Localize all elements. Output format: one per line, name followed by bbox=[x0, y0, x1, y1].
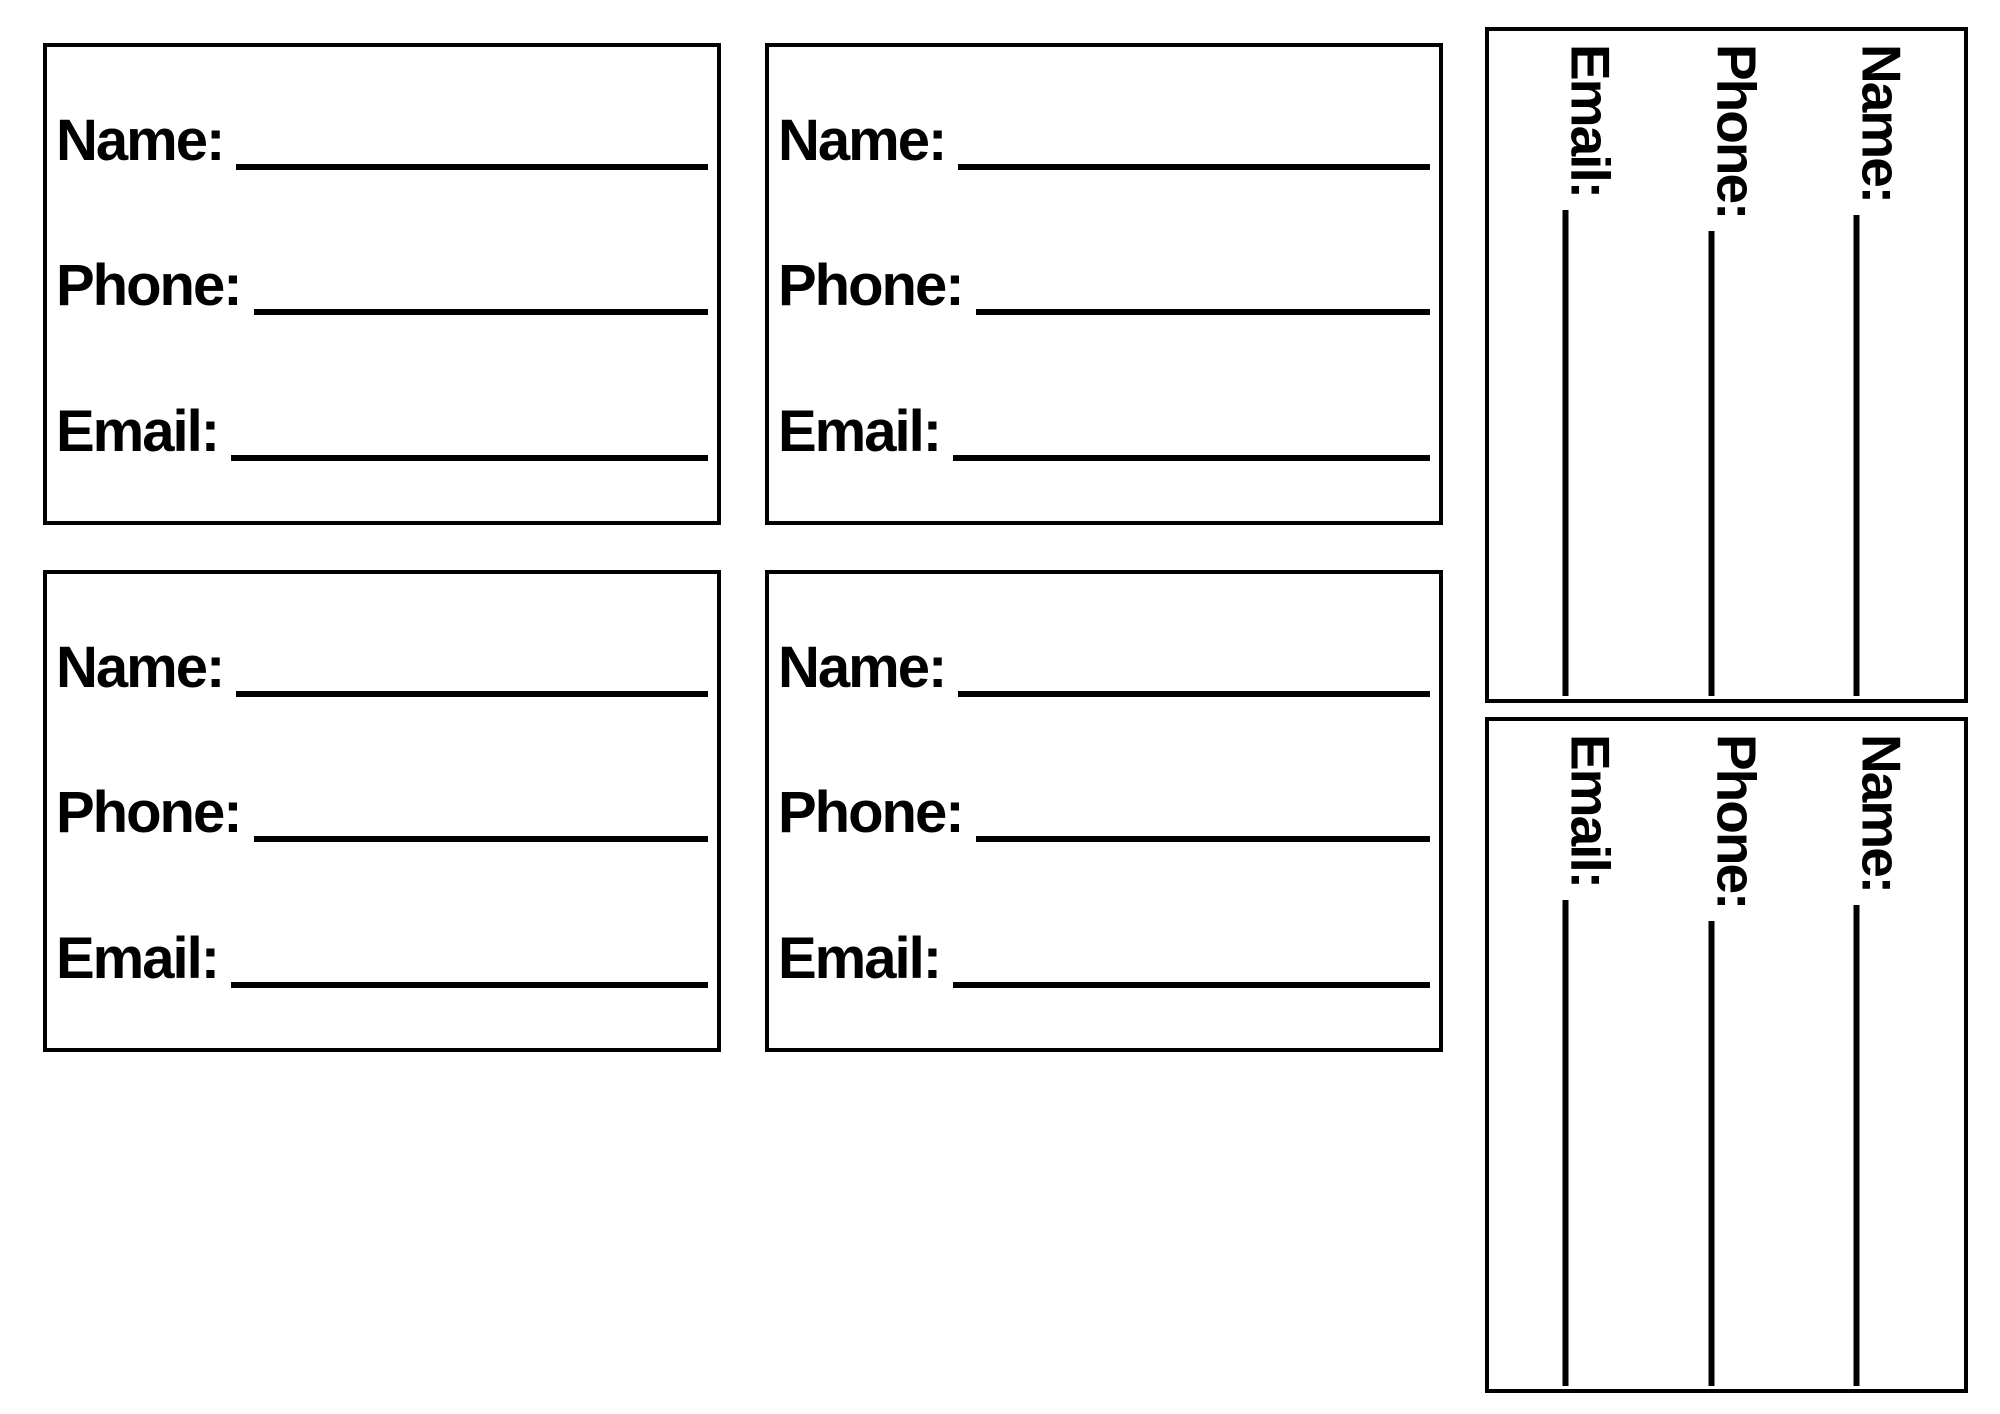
contact-card: Name: Phone: Email: bbox=[765, 43, 1443, 525]
email-label: Email: bbox=[56, 399, 220, 464]
name-label: Name: bbox=[778, 108, 947, 173]
contact-card-rotated: Name: Phone: Email: bbox=[1485, 717, 1968, 1393]
email-label: Email: bbox=[56, 926, 220, 991]
name-blank-line bbox=[236, 639, 708, 697]
name-label: Name: bbox=[1850, 734, 1912, 893]
phone-blank-line bbox=[253, 257, 708, 315]
name-label: Name: bbox=[56, 108, 225, 173]
rotated-card-face: Name: Phone: Email: bbox=[1489, 721, 1964, 1389]
phone-label: Phone: bbox=[56, 253, 243, 318]
contact-card: Name: Phone: Email: bbox=[43, 43, 721, 525]
email-field-row: Email: bbox=[1559, 734, 1621, 1386]
name-label: Name: bbox=[778, 635, 947, 700]
phone-label: Phone: bbox=[1705, 734, 1767, 909]
phone-field-row: Phone: bbox=[778, 784, 1430, 842]
email-label: Email: bbox=[778, 926, 942, 991]
phone-field-row: Phone: bbox=[778, 257, 1430, 315]
contact-card: Name: Phone: Email: bbox=[43, 570, 721, 1052]
name-label: Name: bbox=[1850, 44, 1912, 203]
phone-label: Phone: bbox=[778, 253, 965, 318]
email-field-row: Email: bbox=[778, 930, 1430, 988]
phone-field-row: Phone: bbox=[1705, 734, 1767, 1386]
name-blank-line bbox=[958, 112, 1430, 170]
contact-card-rotated: Name: Phone: Email: bbox=[1485, 27, 1968, 703]
name-field-row: Name: bbox=[56, 639, 708, 697]
phone-field-row: Phone: bbox=[1705, 44, 1767, 696]
phone-label: Phone: bbox=[56, 780, 243, 845]
email-label: Email: bbox=[1559, 44, 1621, 198]
email-field-row: Email: bbox=[1559, 44, 1621, 696]
name-blank-line bbox=[1853, 905, 1908, 1386]
name-field-row: Name: bbox=[56, 112, 708, 170]
name-blank-line bbox=[1853, 215, 1908, 696]
phone-label: Phone: bbox=[778, 780, 965, 845]
email-blank-line bbox=[1562, 900, 1617, 1386]
name-field-row: Name: bbox=[1850, 44, 1912, 696]
phone-field-row: Phone: bbox=[56, 257, 708, 315]
email-label: Email: bbox=[1559, 734, 1621, 888]
contact-card: Name: Phone: Email: bbox=[765, 570, 1443, 1052]
phone-blank-line bbox=[253, 784, 708, 842]
email-blank-line bbox=[953, 930, 1430, 988]
email-field-row: Email: bbox=[56, 403, 708, 461]
name-blank-line bbox=[236, 112, 708, 170]
rotated-card-face: Name: Phone: Email: bbox=[1489, 31, 1964, 699]
name-field-row: Name: bbox=[1850, 734, 1912, 1386]
name-field-row: Name: bbox=[778, 112, 1430, 170]
email-blank-line bbox=[1562, 210, 1617, 696]
email-label: Email: bbox=[778, 399, 942, 464]
name-field-row: Name: bbox=[778, 639, 1430, 697]
phone-blank-line bbox=[1708, 921, 1763, 1386]
phone-blank-line bbox=[1708, 231, 1763, 696]
phone-blank-line bbox=[975, 784, 1430, 842]
name-label: Name: bbox=[56, 635, 225, 700]
name-blank-line bbox=[958, 639, 1430, 697]
email-blank-line bbox=[231, 930, 708, 988]
email-blank-line bbox=[953, 403, 1430, 461]
email-blank-line bbox=[231, 403, 708, 461]
email-field-row: Email: bbox=[778, 403, 1430, 461]
email-field-row: Email: bbox=[56, 930, 708, 988]
phone-blank-line bbox=[975, 257, 1430, 315]
phone-field-row: Phone: bbox=[56, 784, 708, 842]
phone-label: Phone: bbox=[1705, 44, 1767, 219]
